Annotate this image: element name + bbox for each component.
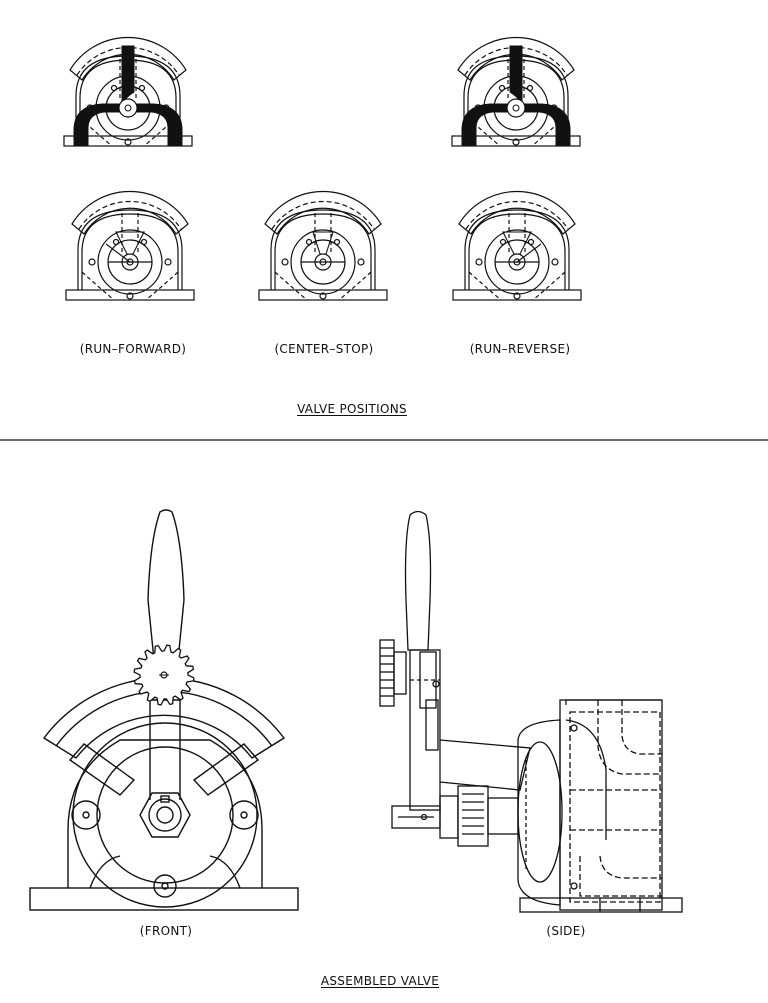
caption-run-forward: (RUN–FORWARD) <box>79 342 187 356</box>
assembled-valve-title: ASSEMBLED VALVE <box>320 974 440 988</box>
caption-run-reverse: (RUN–REVERSE) <box>469 342 571 356</box>
side-view-drawing <box>379 510 683 913</box>
front-view-gear <box>133 644 195 706</box>
valve-run-forward-flow-view <box>63 36 193 147</box>
caption-side: (SIDE) <box>546 924 586 938</box>
caption-front: (FRONT) <box>139 924 193 938</box>
valve-run-reverse-section <box>452 190 582 301</box>
valve-center-stop-section <box>258 190 388 301</box>
valve-positions-title: VALVE POSITIONS <box>297 402 407 416</box>
front-view-drawing <box>29 509 299 911</box>
valve-run-forward-section <box>65 190 195 301</box>
valve-run-reverse-flow-view <box>451 36 581 147</box>
caption-center-stop: (CENTER–STOP) <box>274 342 374 356</box>
